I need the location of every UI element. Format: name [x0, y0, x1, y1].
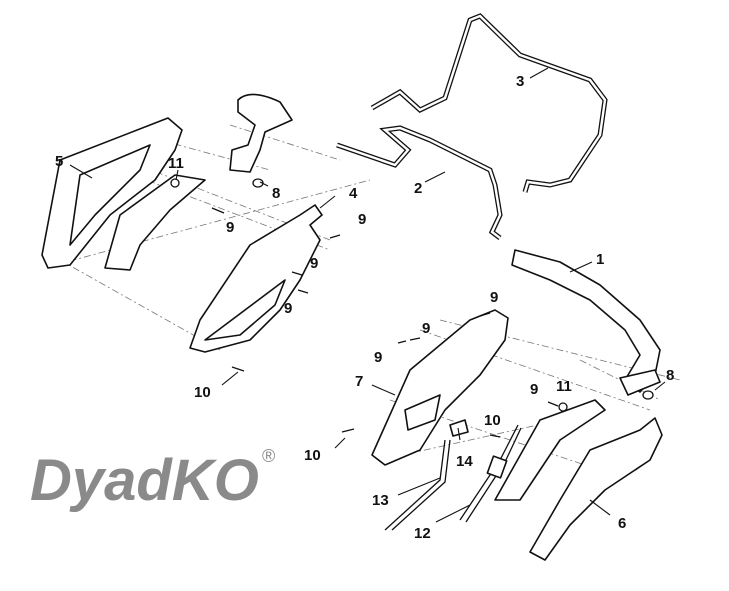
- handle-bracket-part-8-left: [229, 93, 293, 188]
- label-part-9: 9: [490, 289, 498, 306]
- inner-bracket-left: [104, 174, 206, 271]
- label-part-8: 8: [666, 367, 674, 384]
- label-part-9: 9: [358, 211, 366, 228]
- handle-tube-part-1: [511, 249, 661, 400]
- label-part-9: 9: [422, 320, 430, 337]
- cables-parts-12-13: [384, 419, 522, 531]
- leader-lines: [69, 67, 666, 523]
- label-part-9: 9: [226, 219, 234, 236]
- clip-part-14: [449, 419, 469, 437]
- svg-text:DyadKO: DyadKO: [30, 448, 259, 513]
- label-part-2: 2: [414, 180, 422, 197]
- right-handle-cover-part-7: [371, 309, 509, 466]
- watermark: DyadKO ®: [30, 446, 275, 513]
- label-part-9: 9: [284, 300, 292, 317]
- label-part-1: 1: [596, 251, 604, 268]
- label-part-6: 6: [618, 515, 626, 532]
- label-part-13: 13: [372, 492, 389, 509]
- right-handle-cover-part-6: [529, 417, 663, 561]
- left-handle-cover-part-5: [41, 117, 183, 269]
- label-part-4: 4: [349, 185, 358, 202]
- label-part-9: 9: [374, 349, 382, 366]
- label-part-11: 11: [168, 155, 184, 172]
- label-part-5: 5: [55, 153, 63, 170]
- control-lever-part-2: [336, 125, 503, 240]
- label-part-9: 9: [310, 255, 318, 272]
- label-part-10: 10: [304, 447, 321, 464]
- svg-text:®: ®: [262, 446, 275, 466]
- assembly-lines: [54, 124, 681, 471]
- label-part-8: 8: [272, 185, 280, 202]
- label-part-14: 14: [456, 453, 473, 470]
- label-part-11: 11: [556, 378, 572, 395]
- label-part-10: 10: [484, 412, 501, 429]
- label-part-12: 12: [414, 525, 431, 542]
- label-part-10: 10: [194, 384, 211, 401]
- label-part-3: 3: [516, 73, 524, 90]
- label-part-7: 7: [355, 373, 363, 390]
- label-part-9: 9: [530, 381, 538, 398]
- handle-cover-part-4: [189, 204, 323, 353]
- part-number-labels: 1 2 3 4 5 6 7 8 8 9 9 9 9 9 9 9 9 10 10 …: [55, 73, 674, 542]
- inner-bracket-right: [494, 399, 606, 501]
- screws: [211, 207, 568, 438]
- upper-handle-part-3: [370, 13, 608, 193]
